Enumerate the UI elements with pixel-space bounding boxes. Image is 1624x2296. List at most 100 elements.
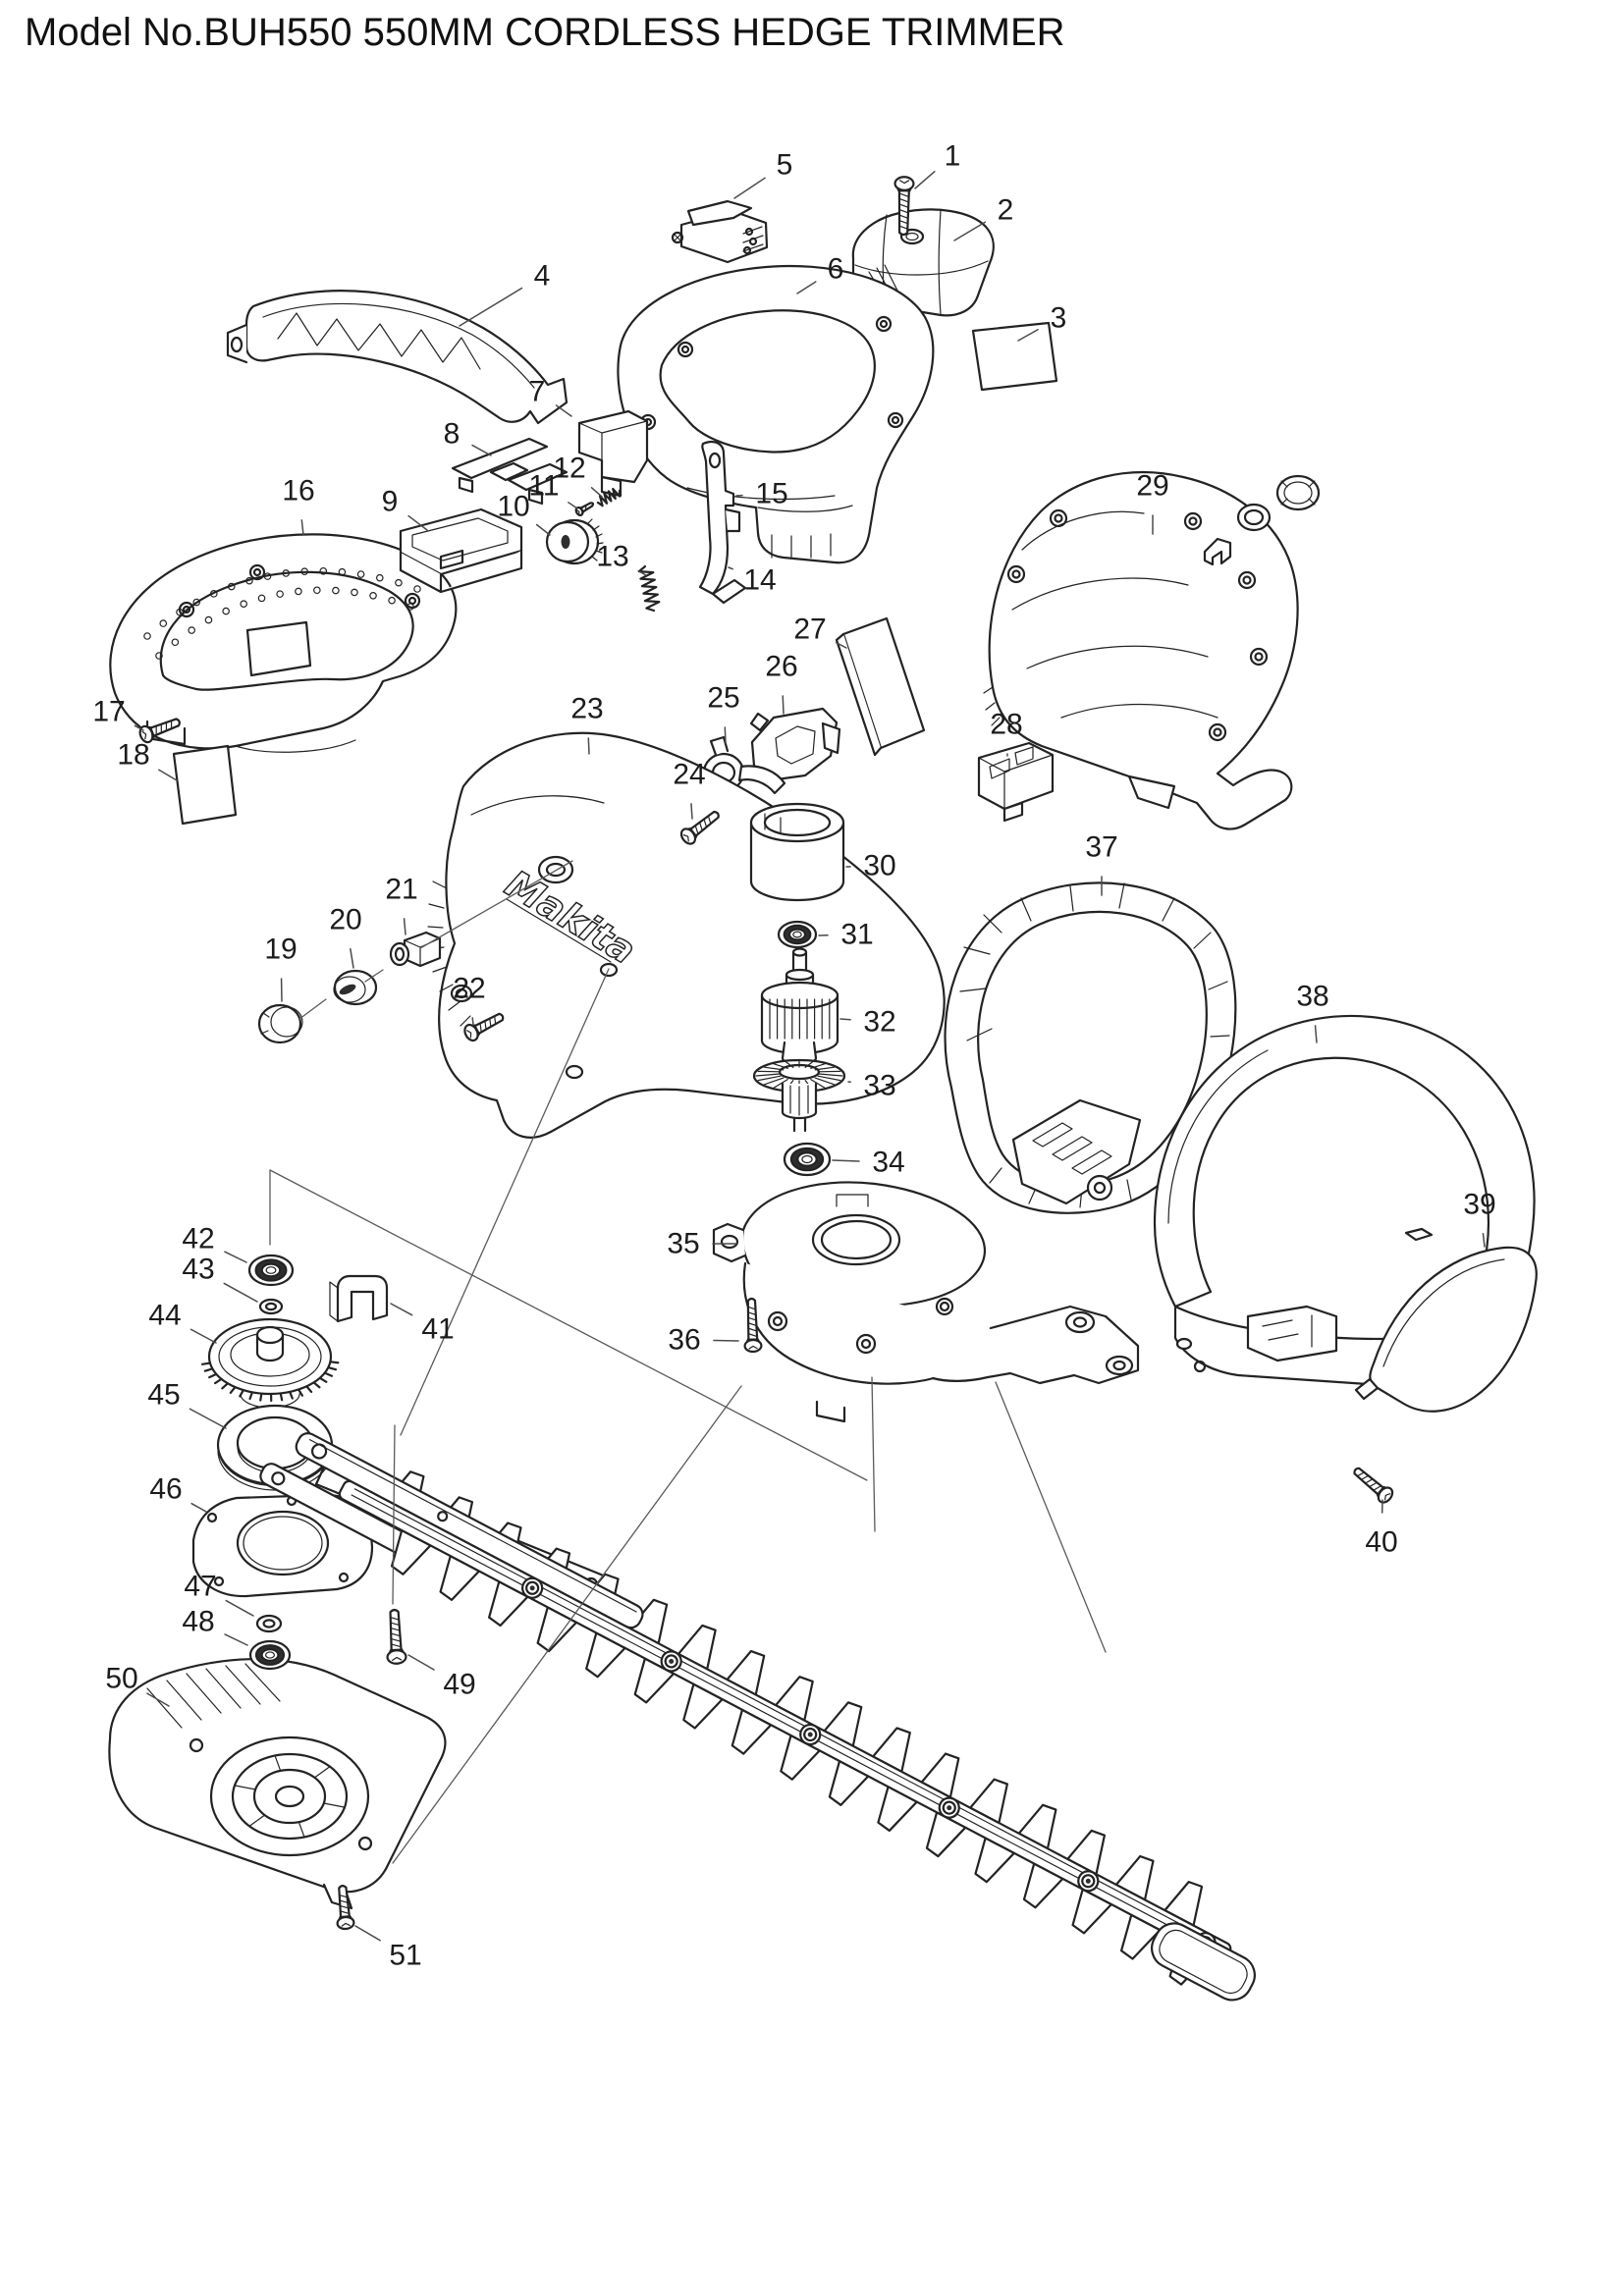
leader-line-25 <box>724 726 727 744</box>
part-32-armature <box>760 947 839 1066</box>
part-label-28: 28 <box>990 709 1022 741</box>
part-24-screw <box>679 810 720 845</box>
part-49-screw <box>386 1608 407 1665</box>
parts-artwork: Makita <box>108 176 1538 2002</box>
part-28-switch-block <box>977 741 1055 823</box>
part-26-bracket <box>749 707 841 781</box>
part-label-1: 1 <box>945 140 961 173</box>
part-label-4: 4 <box>534 260 551 293</box>
leader-line-51 <box>354 1925 381 1942</box>
assembly-axis-line <box>392 1424 396 1605</box>
part-label-50: 50 <box>105 1663 137 1695</box>
part-37-guard-frame <box>944 881 1237 1214</box>
leader-line-20 <box>350 947 354 969</box>
part-label-14: 14 <box>743 564 776 597</box>
part-label-7: 7 <box>529 376 546 408</box>
part-41-bracket <box>329 1274 389 1323</box>
part-29-grommet <box>1236 503 1272 532</box>
leader-line-47 <box>225 1599 254 1617</box>
part-label-41: 41 <box>421 1313 454 1346</box>
leader-line-50 <box>146 1692 170 1707</box>
part-19-cap <box>257 1003 303 1044</box>
part-label-2: 2 <box>998 194 1014 227</box>
leader-line-11 <box>568 502 578 509</box>
leader-line-27 <box>835 641 847 649</box>
part-label-37: 37 <box>1085 831 1117 864</box>
part-label-43: 43 <box>182 1254 214 1286</box>
part-label-48: 48 <box>182 1606 214 1638</box>
leader-line-46 <box>190 1502 207 1513</box>
part-label-32: 32 <box>863 1006 895 1039</box>
leader-line-1 <box>914 170 936 189</box>
part-31-bearing <box>777 920 818 949</box>
part-label-24: 24 <box>673 759 705 791</box>
part-label-10: 10 <box>497 491 529 523</box>
part-7-lock-off-button <box>577 409 649 498</box>
part-47-washer <box>255 1614 283 1633</box>
part-label-22: 22 <box>453 973 485 1005</box>
generated-small-parts <box>138 176 1394 1931</box>
part-label-19: 19 <box>264 934 297 966</box>
part-label-23: 23 <box>570 693 603 725</box>
part-14-15-trigger <box>698 440 747 605</box>
part-label-17: 17 <box>92 696 125 728</box>
part-34-bearing <box>783 1142 832 1177</box>
part-42-bearing <box>247 1254 295 1287</box>
part-label-6: 6 <box>828 253 844 286</box>
part-1-screw <box>893 176 915 237</box>
leader-line-22 <box>471 1017 474 1026</box>
part-20-grommet <box>333 969 378 1006</box>
part-label-49: 49 <box>443 1669 475 1701</box>
leader-line-49 <box>407 1654 435 1671</box>
part-label-34: 34 <box>872 1147 904 1179</box>
part-48-bearing <box>248 1639 292 1671</box>
leader-line-9 <box>407 514 428 531</box>
leader-line-5 <box>733 177 766 199</box>
assembly-axis-line <box>364 969 384 983</box>
part-label-21: 21 <box>385 874 417 906</box>
leader-line-14 <box>728 566 733 570</box>
part-50-bottom-cover <box>108 1658 447 1910</box>
part-36-screw <box>743 1297 763 1354</box>
leader-line-34 <box>832 1159 860 1162</box>
part-29-clip <box>1203 537 1232 566</box>
part-label-5: 5 <box>777 149 793 182</box>
part-5-switch <box>671 199 769 264</box>
leader-line-23 <box>587 737 590 755</box>
part-label-47: 47 <box>184 1571 216 1603</box>
part-30-ring <box>749 802 845 902</box>
part-8-slider-link <box>451 437 568 506</box>
part-9-terminal-box <box>399 507 523 594</box>
part-46-plate <box>191 1493 374 1598</box>
part-label-16: 16 <box>282 475 314 507</box>
assembly-axis-line <box>298 998 327 1020</box>
part-label-35: 35 <box>667 1228 699 1260</box>
part-4-handle-cover <box>226 290 568 425</box>
part-label-11: 11 <box>528 470 559 503</box>
leader-line-4 <box>459 287 523 327</box>
part-10-dial-knob <box>545 518 604 565</box>
leader-line-32 <box>839 1018 851 1021</box>
part-label-9: 9 <box>382 486 399 518</box>
part-label-39: 39 <box>1463 1189 1495 1221</box>
part-11-pin <box>574 502 595 517</box>
part-label-44: 44 <box>148 1300 181 1332</box>
page-title: Model No.BUH550 550MM CORDLESS HEDGE TRI… <box>25 11 1065 54</box>
leader-line-16 <box>300 519 304 536</box>
part-44-gear <box>200 1317 340 1409</box>
part-label-18: 18 <box>117 739 149 772</box>
part-label-29: 29 <box>1136 470 1168 503</box>
part-51-screw <box>336 1885 355 1931</box>
part-label-40: 40 <box>1365 1526 1397 1559</box>
part-label-51: 51 <box>389 1940 421 1972</box>
assembly-axis-line <box>995 1381 1107 1653</box>
part-label-15: 15 <box>755 478 787 510</box>
part-label-38: 38 <box>1296 981 1328 1013</box>
leader-line-26 <box>782 695 785 715</box>
part-33-fan <box>752 1058 846 1133</box>
part-label-13: 13 <box>596 541 628 573</box>
part-12-spring <box>596 487 622 507</box>
part-3-label-sheet <box>971 321 1058 392</box>
leader-line-7 <box>555 404 572 417</box>
